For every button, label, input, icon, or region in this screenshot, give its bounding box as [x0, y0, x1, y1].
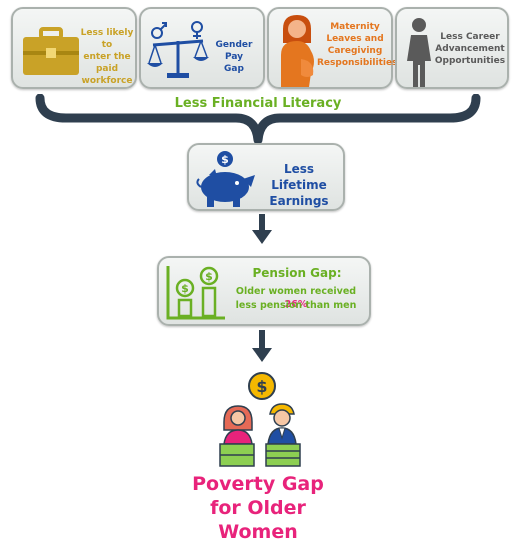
pension-line1-prefix: Older women received: [235, 286, 357, 297]
factor-box-maternity: Maternity Leaves and Caregiving Responsi…: [267, 7, 398, 89]
svg-text:$: $: [181, 282, 189, 295]
pregnant-woman-icon: [281, 15, 314, 87]
piggy-bank-icon: $: [196, 151, 255, 207]
factor-label-career: Less Career Advancement Opportunities: [434, 32, 506, 66]
earnings-box: $ Less Lifetime Earnings: [187, 143, 345, 211]
factor-label-workforce: Less likely to enter the paid workforce: [80, 28, 134, 86]
poverty-gap-label: Poverty Gap for Older Women: [192, 473, 324, 543]
balance-scale-icon: [147, 21, 209, 78]
poverty-gap-people-icon: $: [219, 372, 301, 467]
pension-box: $ $ Pension Gap: Older women received 26…: [157, 256, 371, 326]
svg-text:$: $: [221, 153, 229, 166]
briefcase-icon: [23, 27, 79, 75]
pension-line1: Older women received 26%: [223, 285, 369, 311]
down-arrow-icon: [252, 330, 272, 362]
bracket-label: Less Financial Literacy: [174, 96, 342, 111]
factor-box-career: Less Career Advancement Opportunities: [395, 7, 509, 89]
factor-label-gender-pay-gap: Gender Pay Gap: [215, 40, 253, 74]
pension-percent: 26%: [284, 299, 308, 310]
factor-box-workforce: Less likely to enter the paid workforce: [11, 7, 137, 89]
pension-chart-icon: $ $: [166, 266, 225, 320]
pension-title: Pension Gap:: [252, 266, 342, 280]
down-arrow-icon: [252, 214, 272, 244]
earnings-label: Less Lifetime Earnings: [269, 162, 329, 208]
factor-label-maternity: Maternity Leaves and Caregiving Responsi…: [317, 22, 398, 68]
factor-box-gender-pay-gap: Gender Pay Gap: [139, 7, 265, 89]
woman-silhouette-icon: [407, 18, 431, 87]
svg-text:$: $: [205, 270, 213, 283]
curly-bracket: [35, 94, 481, 145]
svg-text:$: $: [256, 377, 267, 396]
pension-line2: less pension than men: [235, 300, 357, 311]
